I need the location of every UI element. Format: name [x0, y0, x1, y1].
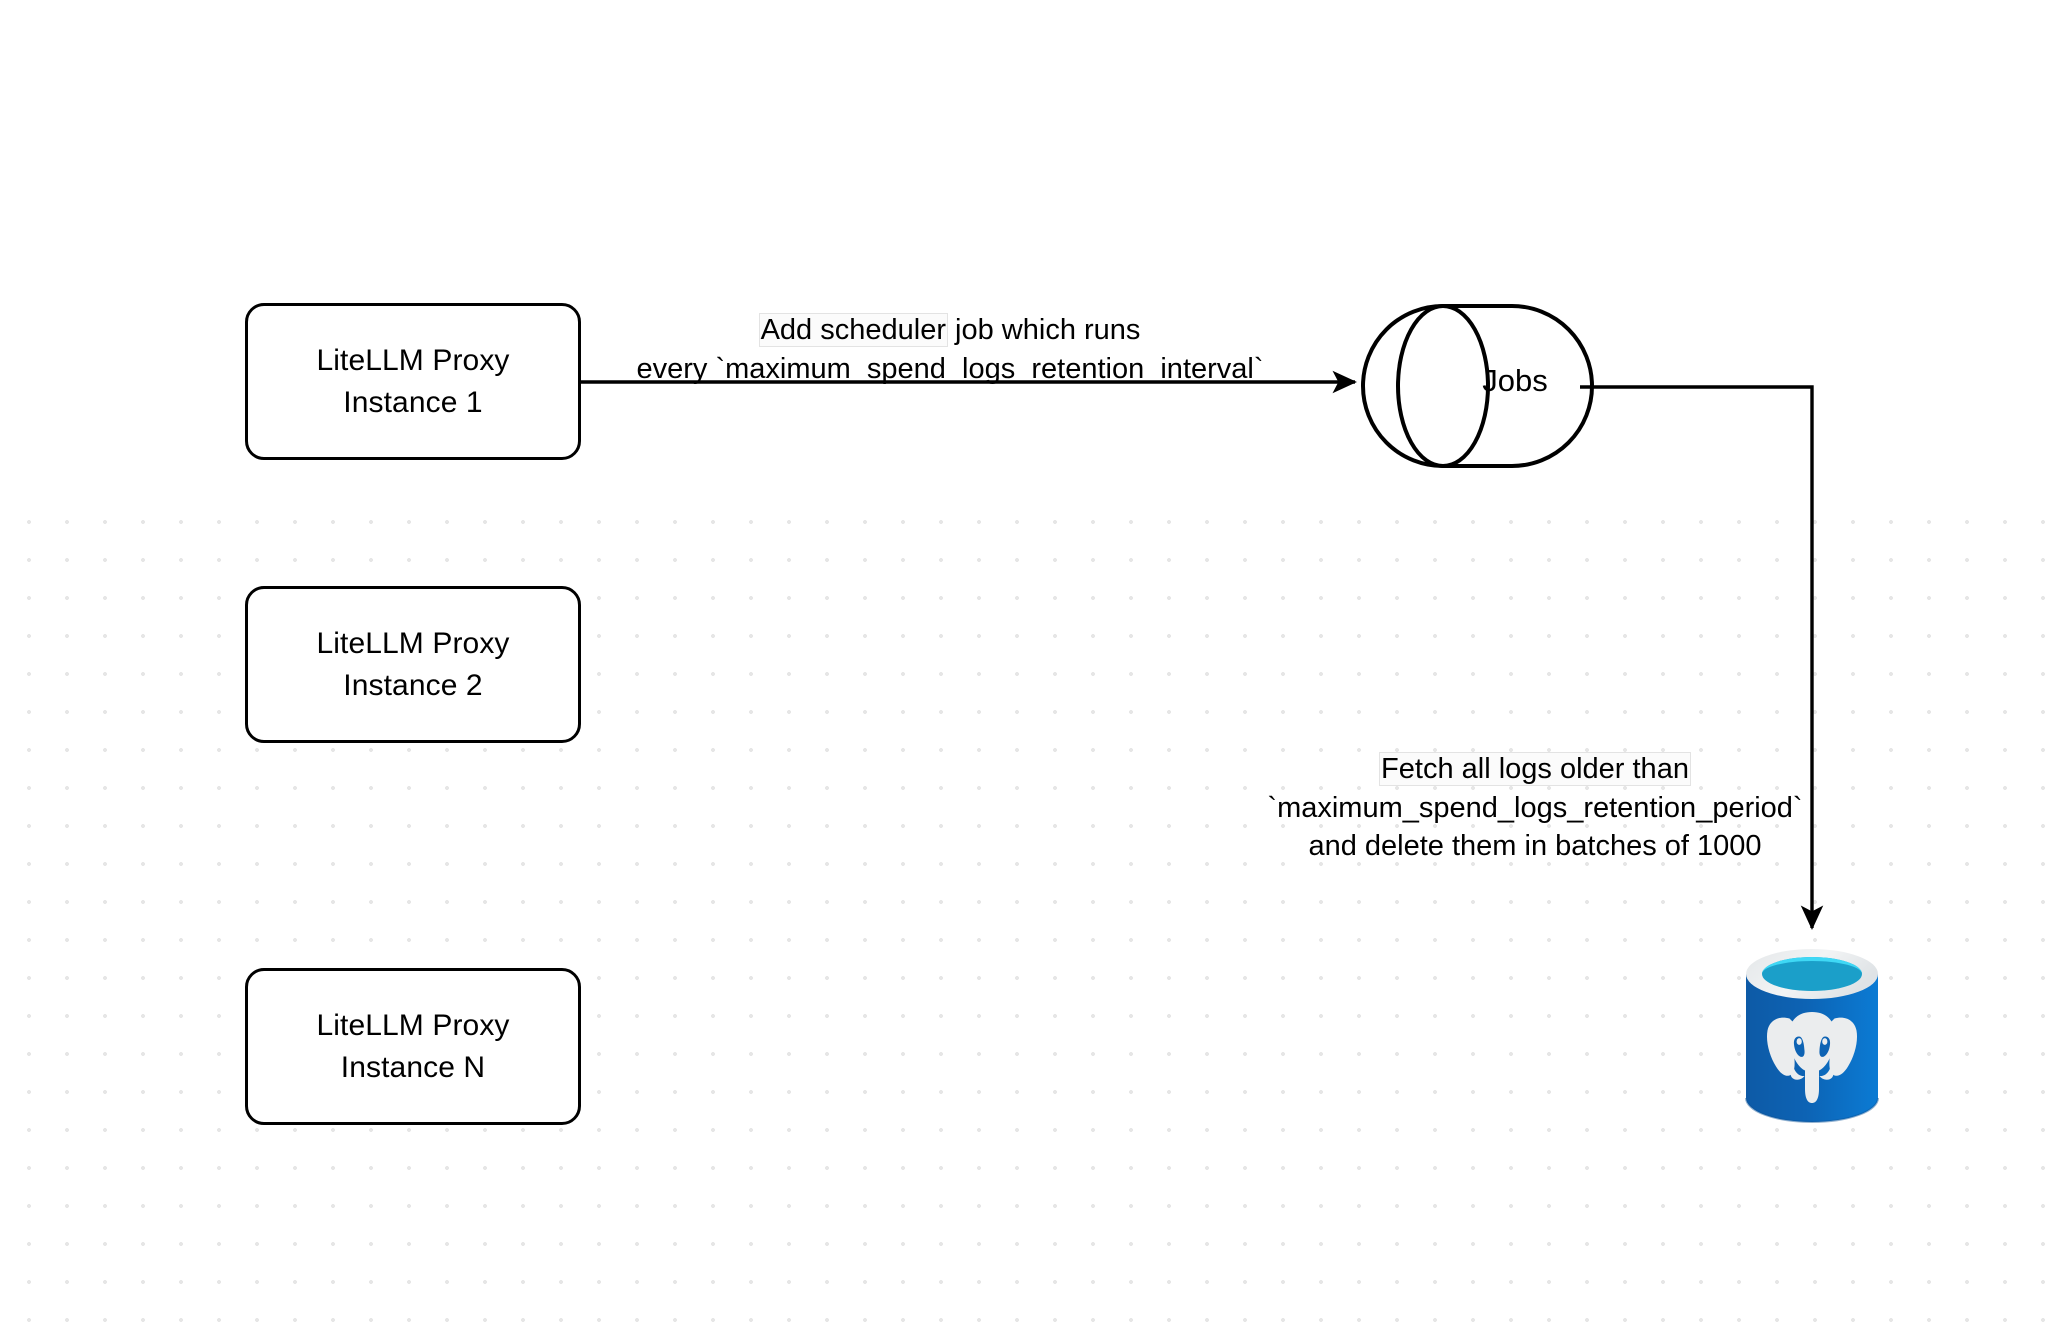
- jobs-queue-label: Jobs: [1482, 363, 1548, 398]
- postgres-database-node[interactable]: [1742, 940, 1882, 1132]
- db-liquid-upper: [1762, 957, 1862, 974]
- proxy-instance-1-line1: LiteLLM Proxy: [316, 344, 510, 378]
- edge-jobs-to-postgres: [1580, 385, 1824, 930]
- edge-label-top-line1: Add scheduler job which runs: [600, 311, 1300, 350]
- edge-jobs-to-postgres-label: Fetch all logs older than `maximum_spend…: [1235, 750, 1835, 866]
- proxy-instance-n-node[interactable]: LiteLLM Proxy Instance N: [245, 968, 581, 1125]
- edge-label-top-line1-highlight: Add scheduler: [759, 314, 947, 346]
- jobs-queue-shape[interactable]: [1361, 304, 1594, 468]
- proxy-instance-2-line1: LiteLLM Proxy: [316, 627, 510, 661]
- postgresql-elephant-icon: [1766, 1012, 1858, 1103]
- edge-label-bottom-line1-highlight: Fetch all logs older than: [1380, 753, 1690, 785]
- elephant-pupils: [1796, 1038, 1828, 1045]
- edge-label-bottom-line3: and delete them in batches of 1000: [1308, 830, 1762, 863]
- edge-label-top-line1-rest: job which runs: [946, 314, 1141, 346]
- proxy-instance-2-line2: Instance 2: [343, 668, 483, 702]
- proxy-instance-1-line2: Instance 1: [343, 385, 483, 419]
- proxy-instance-2-node[interactable]: LiteLLM Proxy Instance 2: [245, 586, 581, 743]
- edge-label-bottom-line1: Fetch all logs older than: [1235, 750, 1835, 789]
- edge-label-top-line2: every `maximum_spend_logs_retention_inte…: [636, 352, 1264, 385]
- elephant-eyes: [1793, 1036, 1831, 1057]
- edge-proxy-to-jobs-label: Add scheduler job which runs every `maxi…: [600, 311, 1300, 388]
- proxy-instance-1-node[interactable]: LiteLLM Proxy Instance 1: [245, 303, 581, 460]
- db-cylinder-bottom-edge: [1745, 1097, 1879, 1123]
- edge-label-bottom-line2: `maximum_spend_logs_retention_period`: [1267, 791, 1803, 824]
- edge-jobs-to-postgres-line: [1580, 385, 1824, 930]
- db-liquid-lower: [1762, 957, 1862, 991]
- proxy-instance-n-line1: LiteLLM Proxy: [316, 1009, 510, 1043]
- proxy-instance-n-line2: Instance N: [340, 1050, 486, 1084]
- jobs-queue-cap: [1396, 304, 1490, 468]
- postgres-database-icon: [1745, 949, 1879, 1123]
